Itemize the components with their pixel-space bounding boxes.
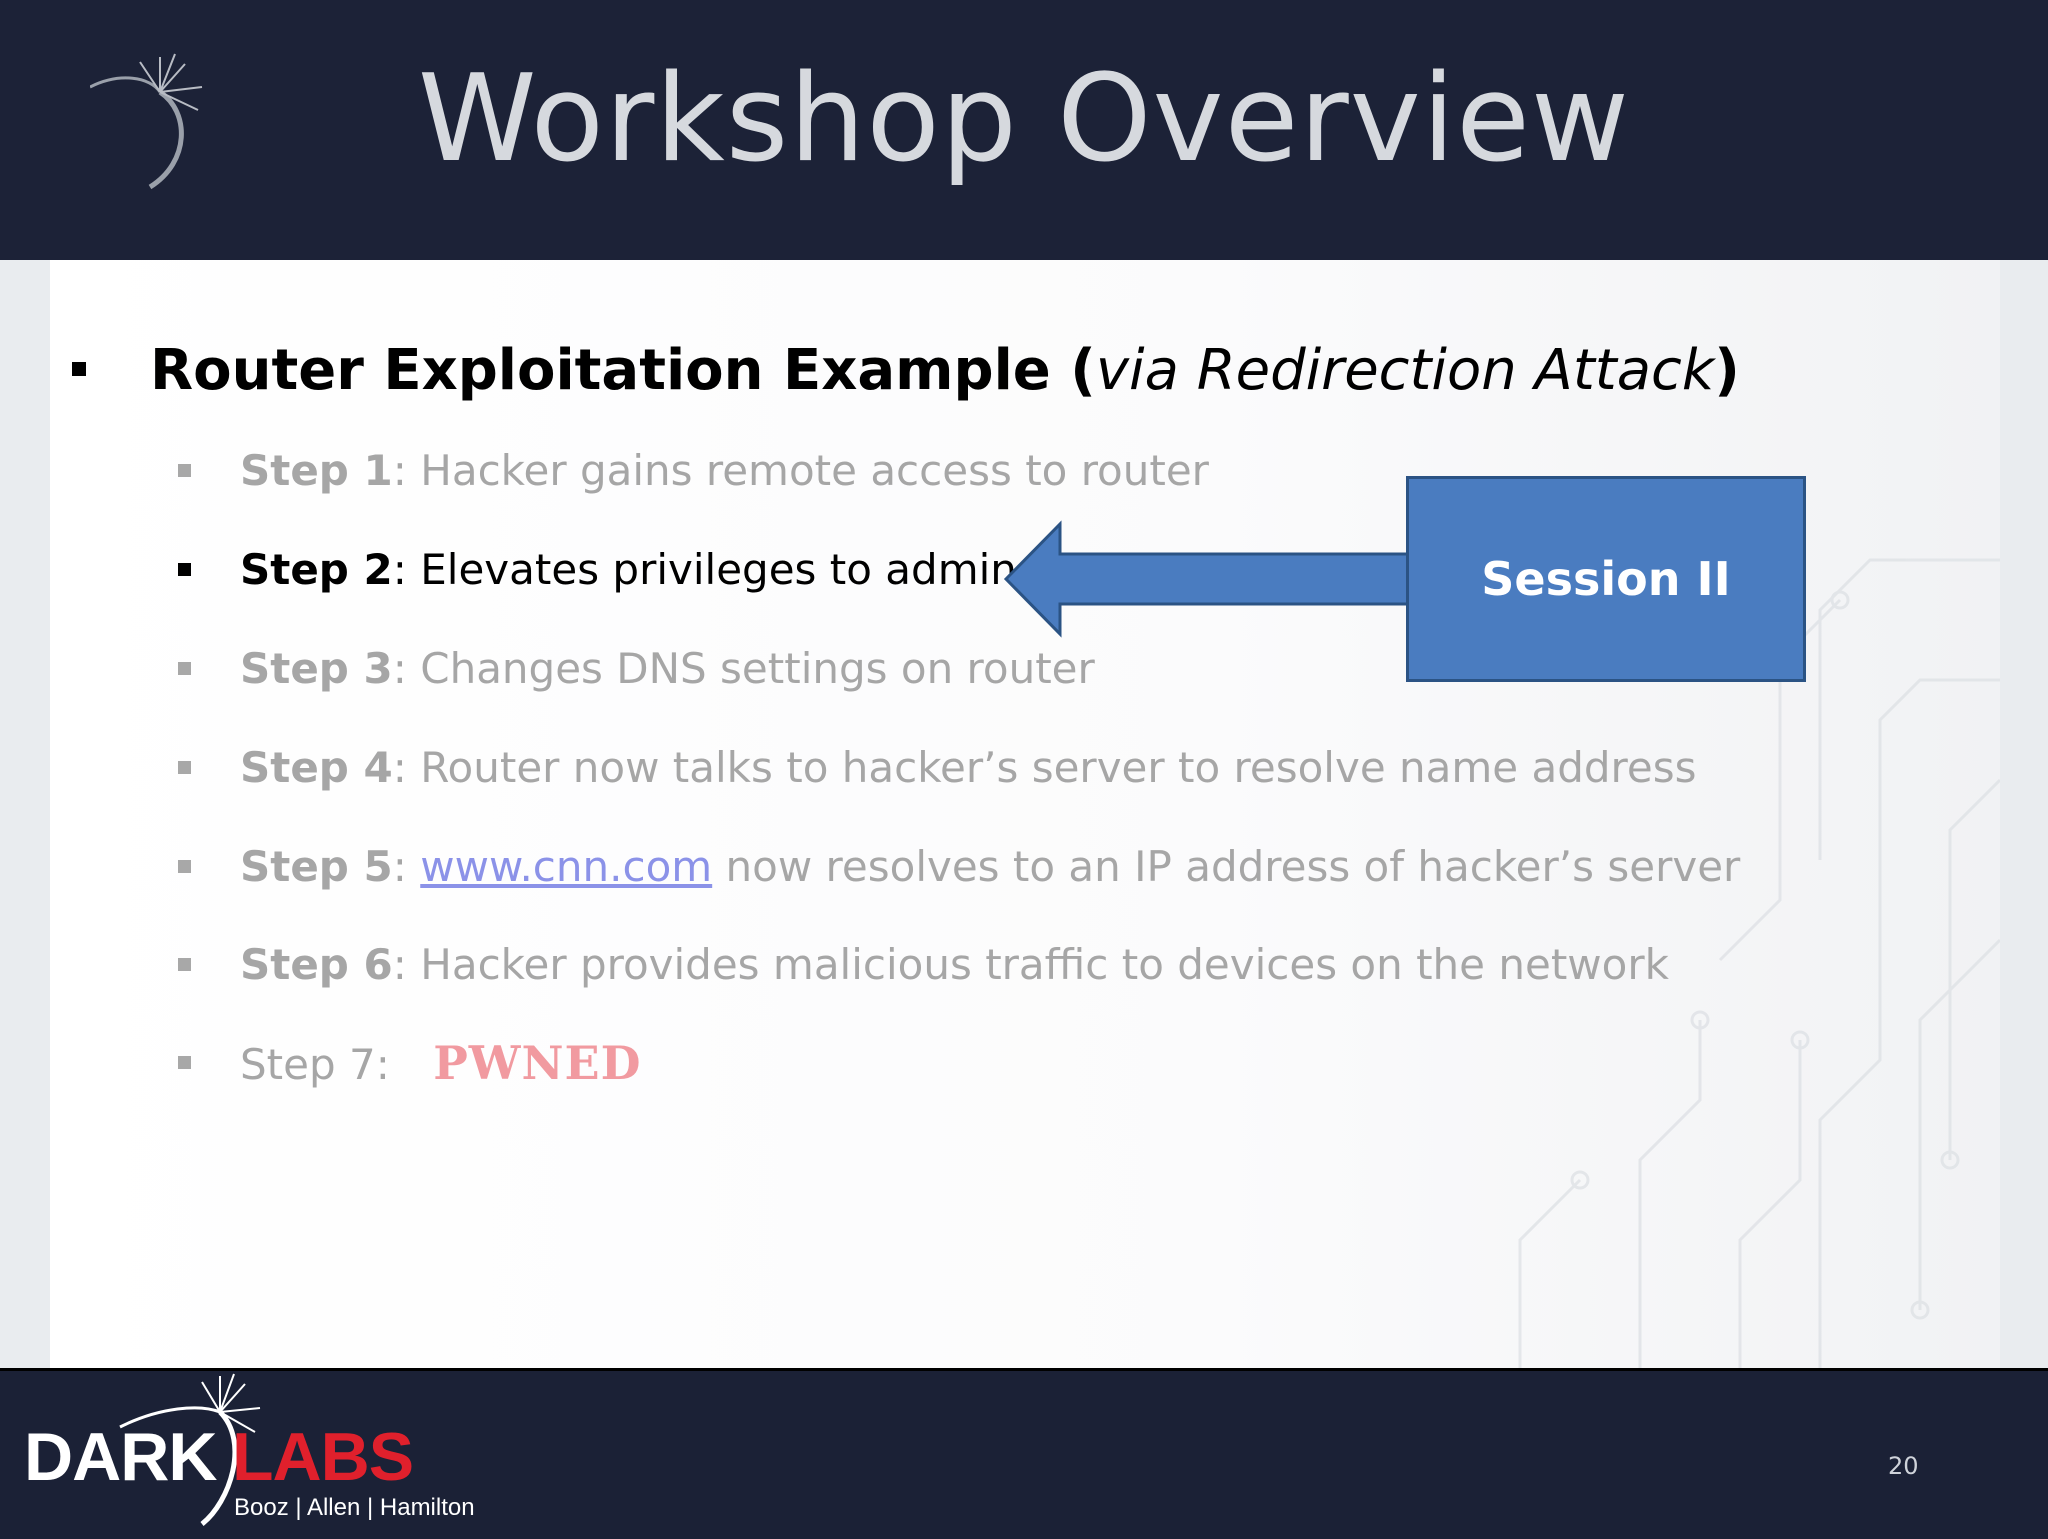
starburst-logo-icon	[90, 53, 203, 190]
bullet-square-icon	[178, 662, 191, 675]
step-item-4: Step 4: Router now talks to hacker’s ser…	[0, 733, 1700, 803]
slide-content	[50, 260, 2000, 1368]
main-heading: Router Exploitation Example (via Redirec…	[150, 338, 1740, 403]
main-heading-italic: via Redirection Attack	[1095, 338, 1715, 403]
bullet-square-icon	[178, 860, 191, 873]
pwned-stamp: PWNED	[433, 1036, 642, 1090]
slide-footer	[0, 1368, 2048, 1539]
bullet-square-icon	[178, 464, 191, 477]
logo-dark-text: DARK	[24, 1419, 217, 1495]
step-item-7: Step 7: PWNED	[0, 1028, 1700, 1098]
logo-labs-text: LABS	[232, 1419, 414, 1495]
step-item-1: Step 1: Hacker gains remote access to ro…	[0, 436, 1700, 506]
circuit-background-decoration	[1518, 558, 2000, 1368]
step-item-5: Step 5: www.cnn.com now resolves to an I…	[0, 832, 1740, 902]
starburst-swoosh-icon	[119, 1373, 261, 1526]
bullet-square-icon	[178, 958, 191, 971]
session-callout: Session II	[1406, 476, 1806, 682]
bullet-square-icon	[178, 1056, 191, 1069]
step-item-3: Step 3: Changes DNS settings on router	[0, 634, 1700, 704]
bullet-square-icon	[178, 563, 191, 576]
slide-header: Workshop Overview	[0, 0, 2048, 260]
main-heading-bold: Router Exploitation Example	[150, 338, 1051, 403]
bullet-square-icon	[178, 761, 191, 774]
slide-title: Workshop Overview	[417, 50, 1631, 189]
session-label: Session II	[1481, 552, 1731, 606]
main-bullet-icon	[72, 362, 86, 376]
page-number: 20	[1888, 1452, 1919, 1480]
step-item-2: Step 2: Elevates privileges to admin	[0, 535, 1700, 605]
logo-subtitle: Booz | Allen | Hamilton	[234, 1494, 475, 1521]
step-item-6: Step 6: Hacker provides malicious traffi…	[0, 930, 1700, 1000]
cnn-link[interactable]: www.cnn.com	[420, 842, 713, 891]
left-arrow-icon	[1003, 520, 1418, 638]
